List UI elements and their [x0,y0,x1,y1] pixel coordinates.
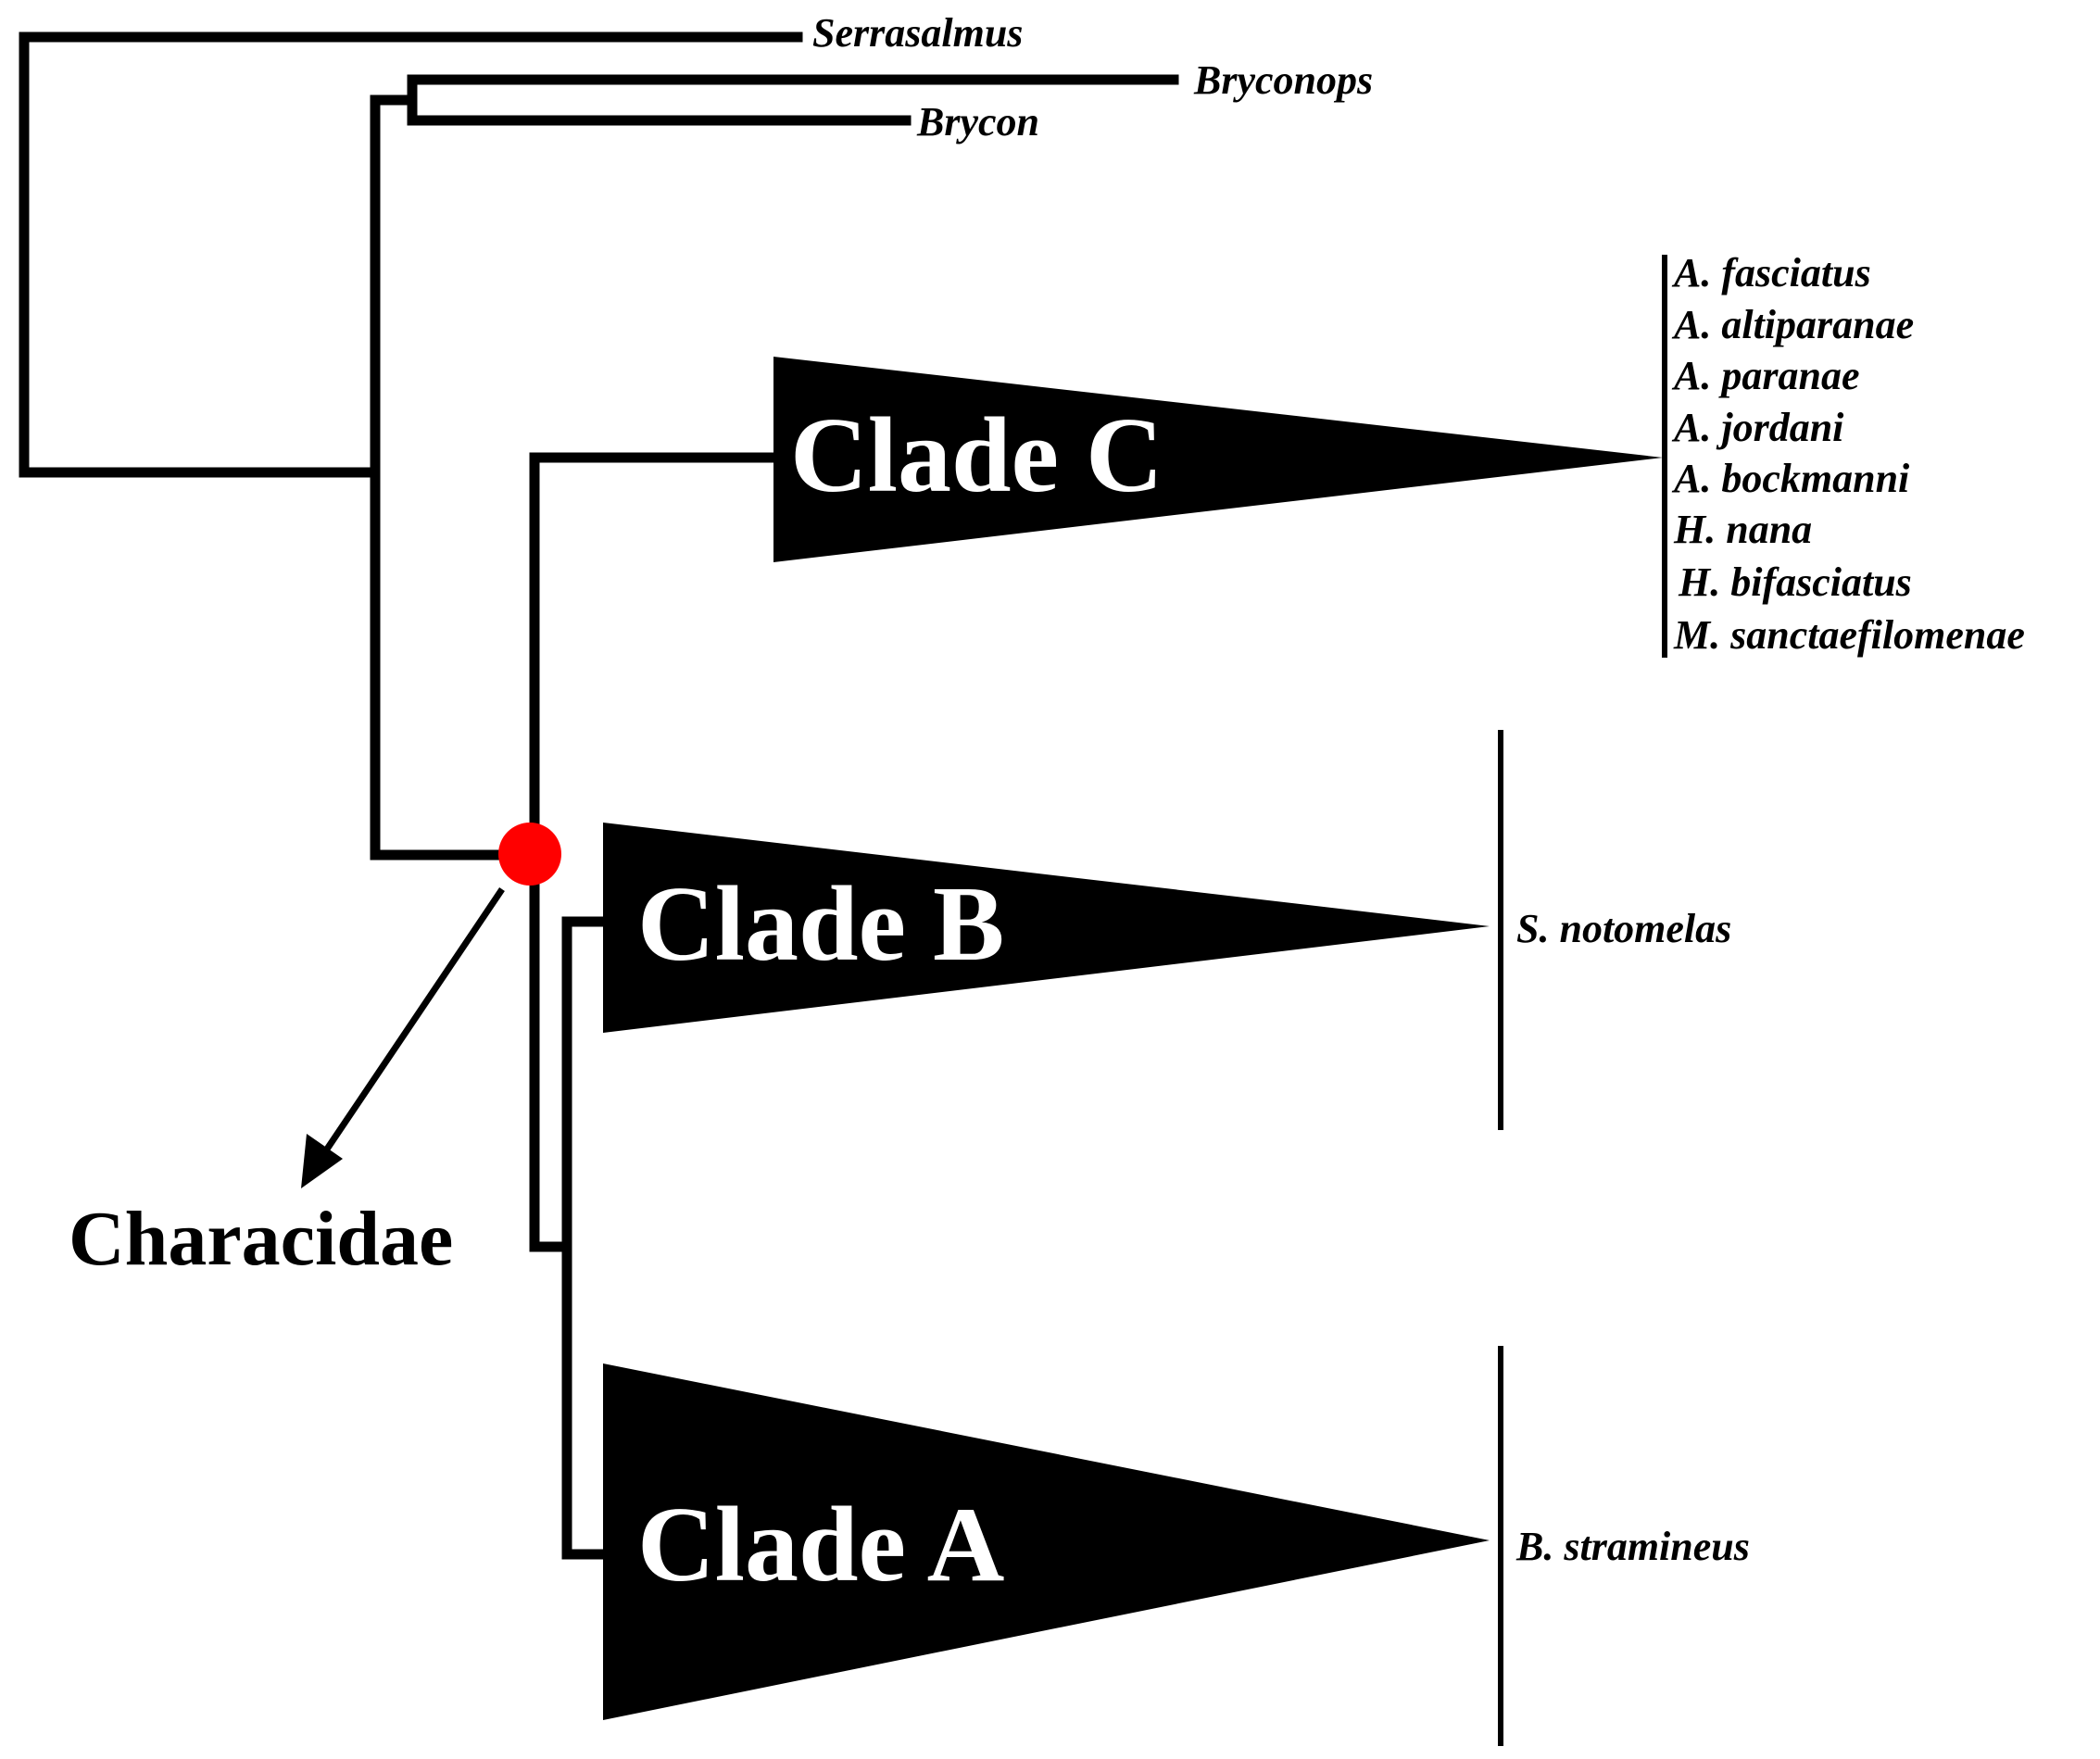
taxon-label: A. jordani [1671,405,1844,450]
characidae-stem [370,467,535,861]
taxon-label-s-notomelas: S. notomelas [1516,906,1731,951]
taxon-label: H. bifasciatus [1678,559,1912,605]
taxon-label: A. paranae [1671,353,1859,398]
taxon-brackets [1498,255,1667,1746]
taxon-label-serrasalmus: Serrasalmus [812,10,1023,56]
clade-a-triangle [603,1363,1490,1720]
taxon-label: A. altiparanae [1671,302,1914,347]
characidae-label: Characidae [69,1196,453,1282]
taxon-label: A. fasciatus [1671,250,1871,295]
taxon-label: A. bockmanni [1671,456,1910,501]
clade-c-triangle [773,357,1663,562]
clade-b-branch [561,916,608,1252]
taxon-label: M. sanctaefilomenae [1673,612,2025,658]
clade-b-triangle [603,823,1490,1033]
characidae-node-marker [498,823,561,886]
collapsed-clades [603,357,1663,1720]
taxon-label-b-stramineus: B. stramineus [1515,1524,1750,1569]
clade-b-label: Clade B [637,865,1004,984]
clade-a-branch [561,1241,608,1560]
taxon-label: H. nana [1673,507,1812,552]
bryconops-branch [407,74,1179,106]
outgroup-branches [19,31,1179,861]
clade-c-taxa: A. fasciatus A. altiparanae A. paranae A… [1671,250,2025,658]
taxon-label-brycon: Brycon [916,99,1039,144]
characidae-arrow [301,887,505,1188]
root-branch [19,31,803,478]
clade-c-label: Clade C [790,396,1163,515]
taxon-label-bryconops: Bryconops [1193,57,1373,103]
clade-a-label: Clade A [637,1486,1004,1604]
